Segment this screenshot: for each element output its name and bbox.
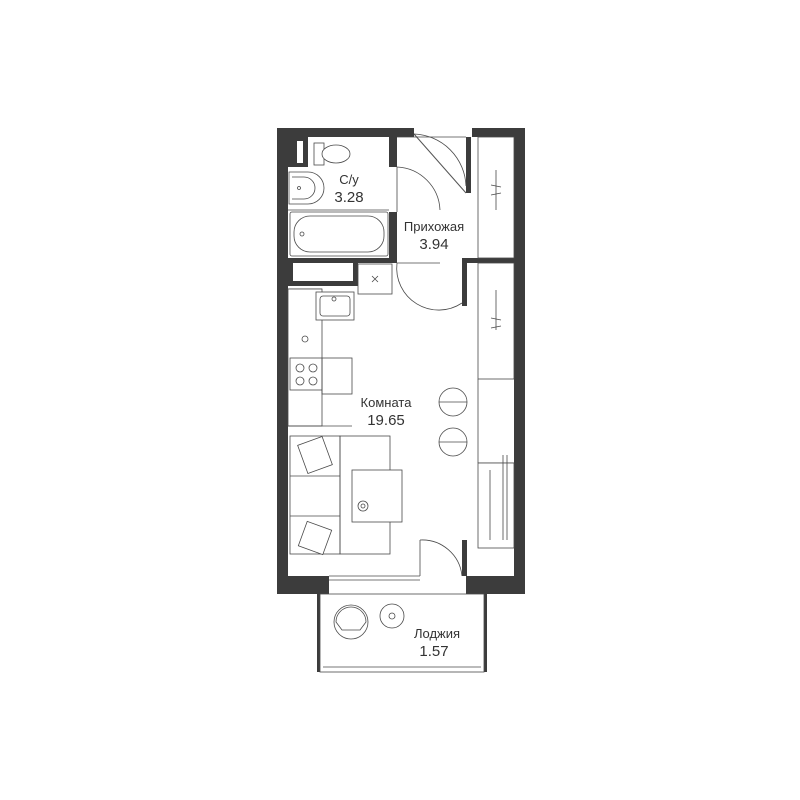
side-table-icon: [379, 603, 405, 629]
wardrobe-icon: [477, 136, 515, 259]
entry-door: [397, 133, 467, 194]
bathroom-door: [396, 166, 441, 212]
outer-walls: [277, 128, 525, 594]
coffee-table-icon: [339, 435, 403, 555]
room-area: 19.65: [367, 412, 405, 429]
room-door: [357, 262, 463, 311]
room-wardrobe-icon: [477, 262, 515, 549]
loggia: [317, 539, 487, 673]
armchair-icon: [333, 604, 369, 640]
interior-walls: [288, 137, 514, 576]
hallway-name: Прихожая: [404, 219, 464, 234]
kitchen-counter: [287, 288, 355, 427]
bathroom-name: С/у: [339, 172, 359, 187]
loggia-name: Лоджия: [414, 626, 460, 641]
hallway-area: 3.94: [419, 236, 448, 253]
hallway: Прихожая 3.94: [404, 136, 515, 259]
loggia-area: 1.57: [419, 643, 448, 660]
bathroom-area: 3.28: [334, 189, 363, 206]
bathroom-fixtures: С/у 3.28: [288, 142, 389, 257]
room: Комната 19.65: [287, 262, 515, 556]
toilet-icon: [313, 142, 351, 166]
sofa-icon: [289, 435, 341, 556]
room-name: Комната: [361, 395, 413, 410]
sink-icon: [288, 171, 325, 205]
stool-icon: [438, 387, 468, 457]
bathtub-icon: [289, 211, 389, 257]
